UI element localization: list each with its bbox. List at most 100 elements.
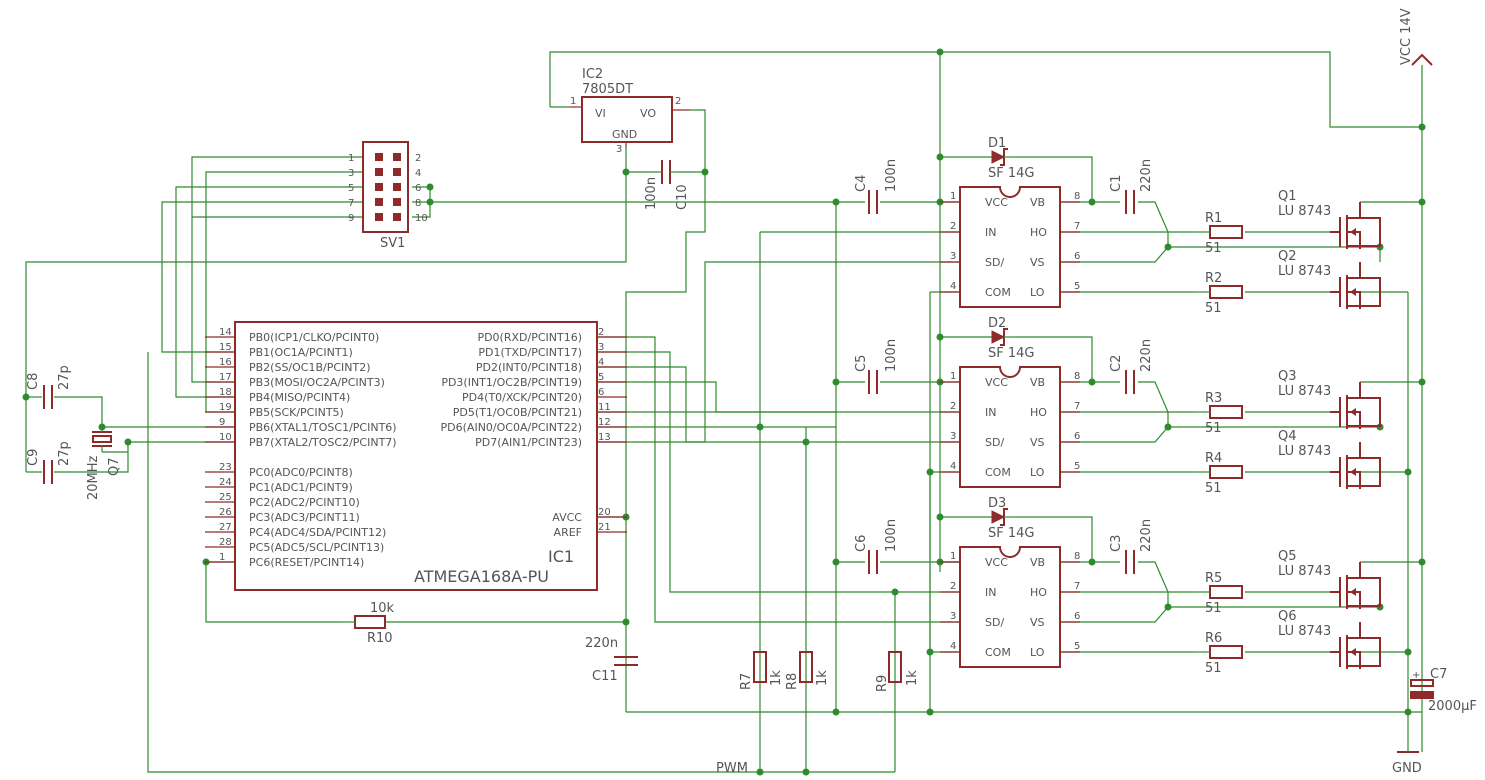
driver-pin-num: 8 xyxy=(1074,551,1080,562)
ic1-right-pin-num: 12 xyxy=(598,417,611,428)
driver-pin-label: VB xyxy=(1030,376,1045,389)
driver-pin-label: LO xyxy=(1030,466,1045,479)
diode-value: SF 14G xyxy=(988,526,1034,541)
ic1-left-pin-num: 19 xyxy=(219,402,232,413)
gate-resistor xyxy=(1209,585,1243,599)
ic2-name: IC2 xyxy=(582,67,603,82)
driver-pin-label: VB xyxy=(1030,556,1045,569)
ic1-right-pin-label: AREF xyxy=(554,526,582,539)
ic1-right-pin-label: PD6(AIN0/OC0A/PCINT22) xyxy=(441,421,582,434)
driver-pin-num: 6 xyxy=(1074,251,1080,262)
cap-name: C3 xyxy=(1109,535,1124,552)
ic1-right-pin-num: 21 xyxy=(598,522,611,533)
driver-pin-label: VS xyxy=(1030,616,1045,629)
driver-pin-num: 1 xyxy=(950,551,956,562)
r8-name: R8 xyxy=(785,673,800,690)
capacitor-c10: 100n C10 xyxy=(644,160,690,210)
ic1-left-pin-label: PC4(ADC4/SDA/PCINT12) xyxy=(249,526,386,539)
crystal-q7: 20MHz Q7 xyxy=(86,427,128,500)
ic1-left-pin-label: PC3(ADC3/PCINT11) xyxy=(249,511,360,524)
mosfet-name: Q3 xyxy=(1278,369,1297,384)
cap-value: 220n xyxy=(1139,159,1154,192)
r9-value: 1k xyxy=(905,670,920,686)
mosfet-value: LU 8743 xyxy=(1278,264,1331,279)
driver-pin-label: IN xyxy=(985,226,996,239)
ic1-right-pin-num: 3 xyxy=(598,342,604,353)
ic1-left-pin-num: 28 xyxy=(219,537,232,548)
cap-value: 220n xyxy=(1139,339,1154,372)
in-cap-name: C6 xyxy=(854,535,869,552)
driver-pin-num: 7 xyxy=(1074,221,1080,232)
c11-name: C11 xyxy=(592,669,618,684)
r8-value: 1k xyxy=(815,670,830,686)
diode-name: D2 xyxy=(988,316,1006,331)
ic1-left-pin-label: PB6(XTAL1/TOSC1/PCINT6) xyxy=(249,421,397,434)
svg-text:+: + xyxy=(1412,670,1420,681)
c9-name: C9 xyxy=(26,449,41,466)
ic1-left-pin-num: 24 xyxy=(219,477,232,488)
driver-pin-num: 7 xyxy=(1074,401,1080,412)
ic1-right-pin-num: 20 xyxy=(598,507,611,518)
r10-value: 10k xyxy=(370,601,395,616)
ic1-left-pin-label: PC0(ADC0/PCINT8) xyxy=(249,466,353,479)
ic1-right-pin-num: 13 xyxy=(598,432,611,443)
driver-pin-num: 6 xyxy=(1074,431,1080,442)
q7-value: 20MHz xyxy=(86,455,101,500)
mosfet-name: Q1 xyxy=(1278,189,1297,204)
driver-pin-label: VB xyxy=(1030,196,1045,209)
ic2-vi: VI xyxy=(595,107,606,120)
mosfet-value: LU 8743 xyxy=(1278,564,1331,579)
driver-pin-num: 5 xyxy=(1074,641,1080,652)
mosfet-name: Q4 xyxy=(1278,429,1297,444)
driver-pin-num: 2 xyxy=(950,581,956,592)
resistor-value: 51 xyxy=(1205,601,1222,616)
resistor-name: R2 xyxy=(1205,271,1222,286)
driver-pin-label: COM xyxy=(985,646,1011,659)
gnd-symbol: GND xyxy=(1392,712,1422,776)
ic1-value: ATMEGA168A-PU xyxy=(414,567,549,586)
ic1-left-pin-label: PB1(OC1A/PCINT1) xyxy=(249,346,353,359)
driver-pin-label: HO xyxy=(1030,226,1047,239)
capacitor-c8: C8 27p xyxy=(26,365,72,409)
r9-name: R9 xyxy=(875,675,890,692)
c11-value: 220n xyxy=(585,636,618,651)
capacitor-c7: + C7 2000µF xyxy=(1410,667,1477,714)
ic1-left-pin-num: 10 xyxy=(219,432,232,443)
cap-value: 220n xyxy=(1139,519,1154,552)
driver-pin-num: 5 xyxy=(1074,461,1080,472)
driver-pin-label: HO xyxy=(1030,406,1047,419)
resistor-name: R1 xyxy=(1205,211,1222,226)
ic1-left-pin-label: PB3(MOSI/OC2A/PCINT3) xyxy=(249,376,385,389)
resistor-name: R6 xyxy=(1205,631,1222,646)
driver-pin-label: IN xyxy=(985,406,996,419)
diode-value: SF 14G xyxy=(988,346,1034,361)
resistor-r8: R8 1k xyxy=(785,651,830,690)
driver-pin-num: 2 xyxy=(950,221,956,232)
resistor-value: 51 xyxy=(1205,301,1222,316)
driver-pin-num: 4 xyxy=(950,461,956,472)
in-cap-value: 100n xyxy=(884,519,899,552)
ic1-left-pin-num: 26 xyxy=(219,507,232,518)
mosfet-name: Q6 xyxy=(1278,609,1297,624)
ic1-left-pin-label: PB5(SCK/PCINT5) xyxy=(249,406,344,419)
ic2-pin3: 3 xyxy=(616,144,622,155)
r7-value: 1k xyxy=(769,670,784,686)
resistor-r9: R9 1k xyxy=(875,651,920,692)
driver-pin-label: VCC xyxy=(985,196,1008,209)
ic1-right-pin-label: PD0(RXD/PCINT16) xyxy=(477,331,582,344)
ic1-right-pin-label: PD7(AIN1/PCINT23) xyxy=(475,436,582,449)
gnd-label: GND xyxy=(1392,761,1422,776)
driver-pin-label: LO xyxy=(1030,286,1045,299)
mosfet-value: LU 8743 xyxy=(1278,624,1331,639)
ic1-left-pin-num: 16 xyxy=(219,357,232,368)
resistor-r10: 10k R10 xyxy=(340,601,395,646)
ic2-value: 7805DT xyxy=(582,82,633,97)
cap-name: C2 xyxy=(1109,355,1124,372)
q7-name: Q7 xyxy=(107,457,122,476)
ic1-left-pin-label: PC6(RESET/PCINT14) xyxy=(249,556,364,569)
mosfet-name: Q2 xyxy=(1278,249,1297,264)
resistor-r7: R7 1k xyxy=(739,651,784,690)
driver-pin-label: SD/ xyxy=(985,256,1004,269)
